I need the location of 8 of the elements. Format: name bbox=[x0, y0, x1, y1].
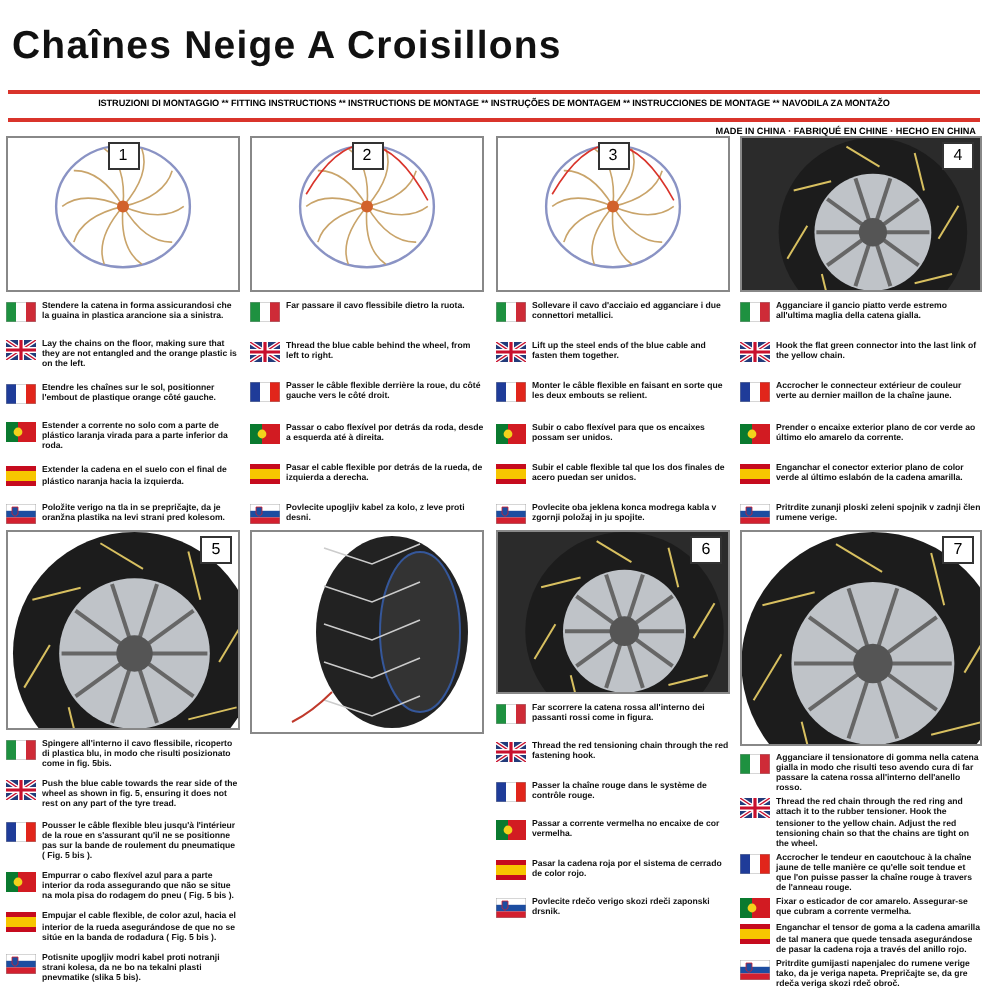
step-number: 5 bbox=[200, 536, 232, 564]
step-number: 6 bbox=[690, 536, 722, 564]
step-number: 3 bbox=[597, 142, 629, 170]
step-number: 2 bbox=[351, 142, 383, 170]
step-number: 7 bbox=[942, 536, 974, 564]
step-number: 4 bbox=[942, 142, 974, 170]
title: Chaînes Neige A Croisillons bbox=[12, 24, 562, 70]
step-number: 1 bbox=[107, 142, 139, 170]
